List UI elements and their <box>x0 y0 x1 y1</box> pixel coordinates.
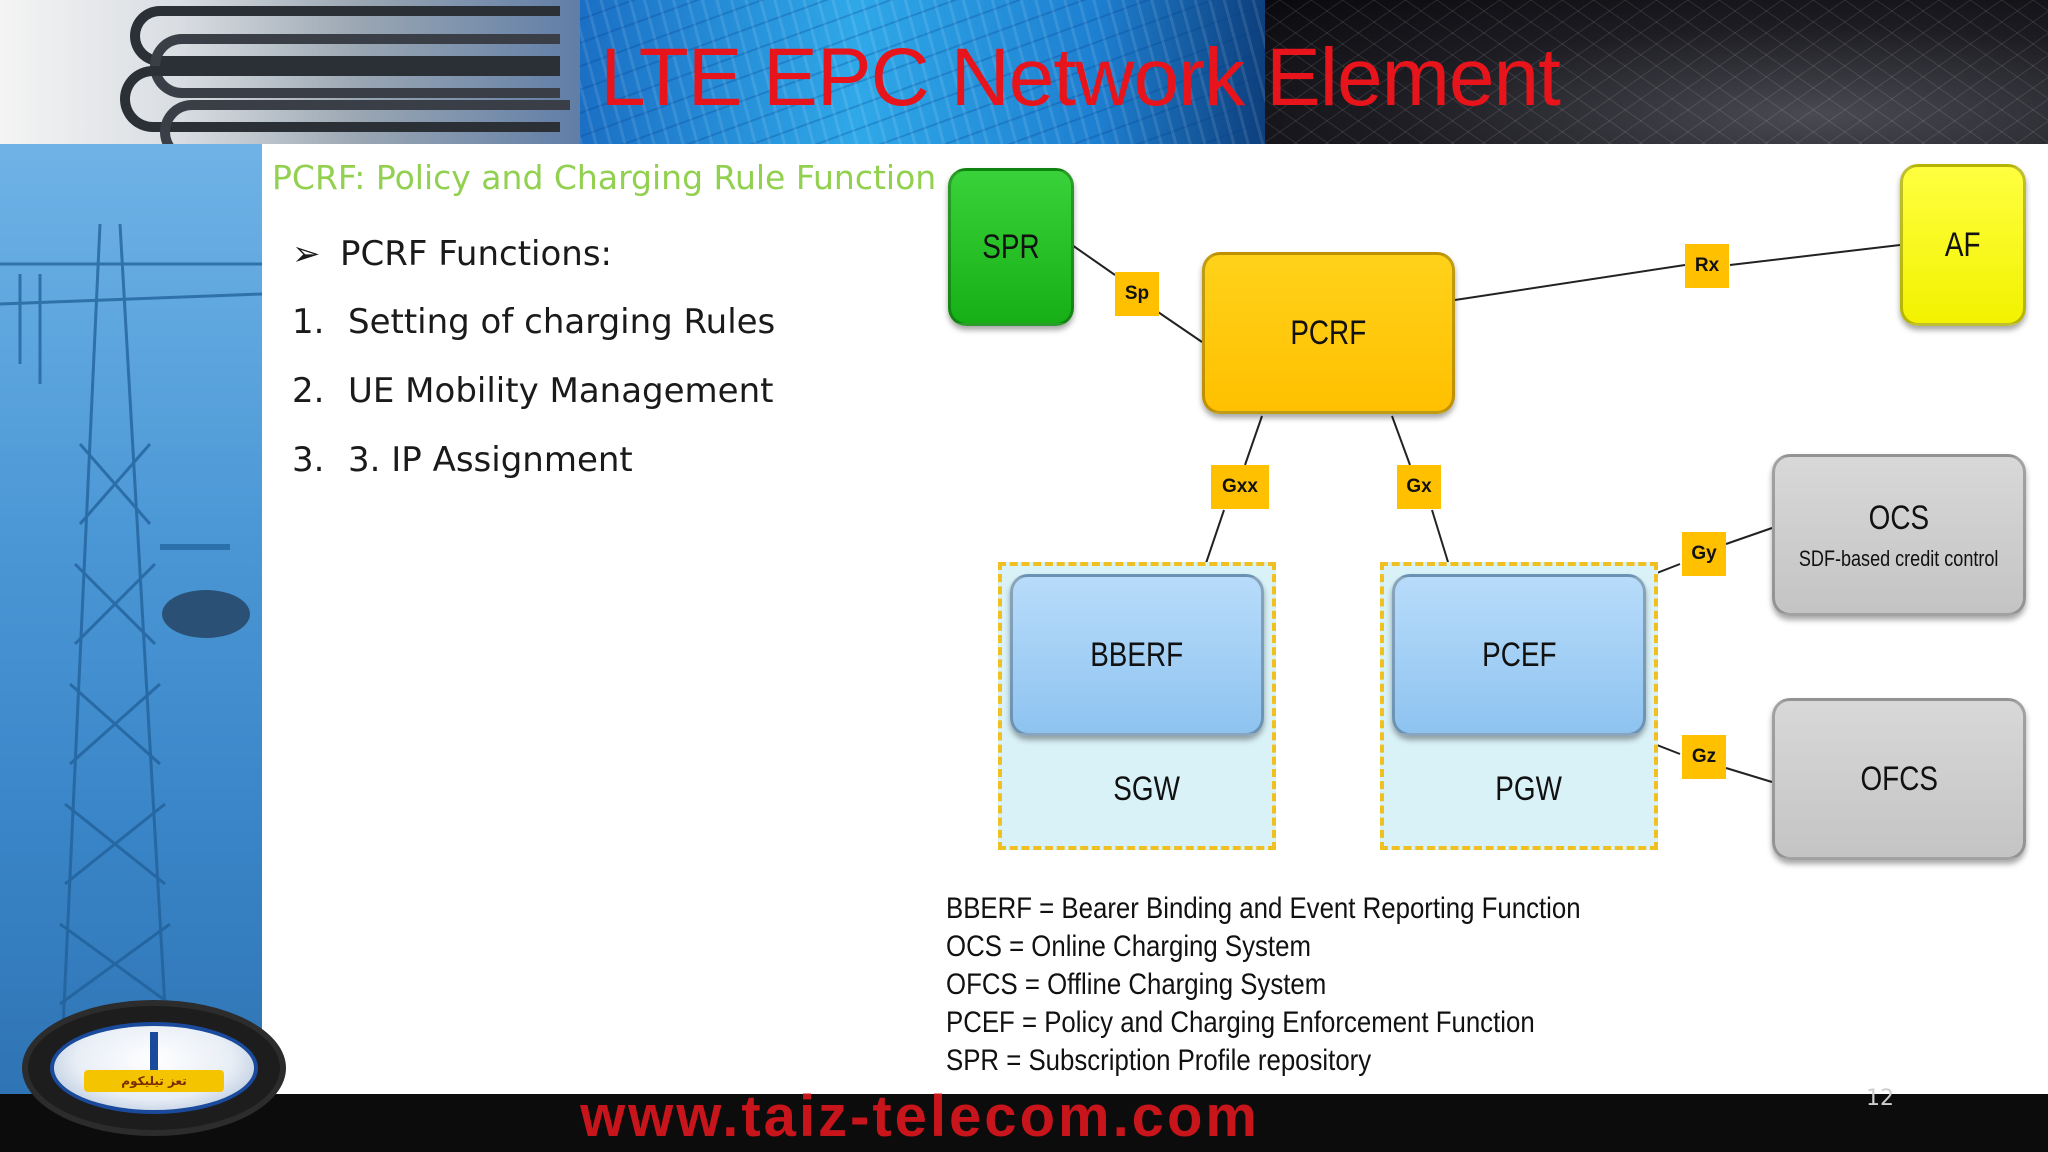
ocs-node: OCS SDF-based credit control <box>1772 454 2026 616</box>
list-text: UE Mobility Management <box>348 371 774 411</box>
gxx-interface-label: Gxx <box>1211 465 1269 509</box>
abbreviation-legend: BBERF = Bearer Binding and Event Reporti… <box>946 890 1581 1080</box>
bullet-heading-text: PCRF Functions: <box>340 234 613 274</box>
list-item: 3. 3. IP Assignment <box>292 440 633 480</box>
legend-item: SPR = Subscription Profile repository <box>946 1044 1372 1077</box>
legend-item: OCS = Online Charging System <box>946 930 1311 963</box>
logo-text: تعز تيليكوم <box>84 1070 224 1092</box>
pcrf-node: PCRF <box>1202 252 1455 414</box>
ofcs-node: OFCS <box>1772 698 2026 860</box>
gy-interface-label: Gy <box>1682 532 1726 576</box>
bullet-heading: ➢ PCRF Functions: <box>292 234 612 274</box>
list-item: 2. UE Mobility Management <box>292 371 773 411</box>
gx-interface-label: Gx <box>1397 465 1441 509</box>
legend-item: BBERF = Bearer Binding and Event Reporti… <box>946 892 1581 925</box>
list-number: 2. <box>292 371 325 411</box>
footer-url: www.taiz-telecom.com <box>580 1084 1260 1149</box>
spr-label: SPR <box>982 227 1040 266</box>
af-label: AF <box>1945 225 1981 264</box>
spr-node: SPR <box>948 168 1074 326</box>
logo-emblem: تعز تيليكوم <box>50 1022 258 1114</box>
taiz-telecom-logo: تعز تيليكوم <box>22 1000 286 1136</box>
list-text: Setting of charging Rules <box>348 302 776 342</box>
header-banner: LTE EPC Network Element <box>0 0 2048 144</box>
pcrf-label: PCRF <box>1290 313 1367 352</box>
list-number: 1. <box>292 302 325 342</box>
rx-interface-label: Rx <box>1685 244 1729 288</box>
antenna-icon <box>150 1032 158 1072</box>
pcef-node: PCEF <box>1392 574 1646 736</box>
sgw-label: SGW <box>1113 770 1180 808</box>
legend-item: PCEF = Policy and Charging Enforcement F… <box>946 1006 1535 1039</box>
pcef-label: PCEF <box>1481 635 1557 674</box>
slide-subtitle: PCRF: Policy and Charging Rule Function <box>272 158 937 197</box>
sp-interface-label: Sp <box>1115 272 1159 316</box>
tower-photo <box>0 144 262 1094</box>
bberf-label: BBERF <box>1090 635 1184 674</box>
banner-structure-image <box>1265 0 2048 144</box>
ofcs-label: OFCS <box>1860 759 1938 798</box>
ocs-label: OCS <box>1868 498 1930 537</box>
list-item: 1. Setting of charging Rules <box>292 302 775 342</box>
slide-title: LTE EPC Network Element <box>600 32 1561 123</box>
pcrf-architecture-diagram: SPR Sp PCRF Rx AF Gxx Gx BBERF SGW PCEF … <box>940 150 2040 870</box>
list-text: 3. IP Assignment <box>348 440 633 480</box>
legend-item: OFCS = Offline Charging System <box>946 968 1327 1001</box>
gz-interface-label: Gz <box>1682 735 1726 779</box>
ocs-sublabel: SDF-based credit control <box>1799 545 1999 571</box>
af-node: AF <box>1900 164 2026 326</box>
pgw-label: PGW <box>1495 770 1562 808</box>
page-number: 12 <box>1866 1086 1894 1111</box>
footer-bar <box>0 1094 2048 1152</box>
banner-fiber-image <box>580 0 1270 144</box>
list-number: 3. <box>292 440 325 480</box>
bberf-node: BBERF <box>1010 574 1264 736</box>
arrow-bullet-icon: ➢ <box>292 234 321 274</box>
banner-cables-image <box>0 0 600 144</box>
